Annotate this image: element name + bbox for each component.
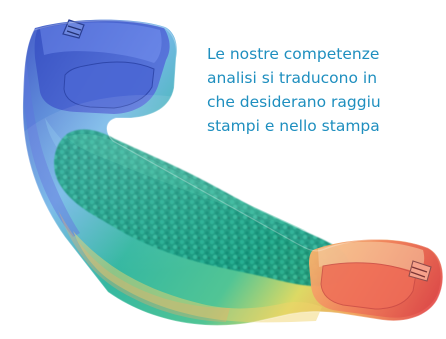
intro-text: Le nostre competenze analisi si traducon… [207, 42, 446, 138]
intro-text-line-4: stampi e nello stampa [207, 117, 380, 135]
intro-text-line-2: analisi si traducono in [207, 69, 378, 87]
intro-text-line-3: che desiderano raggiu [207, 93, 381, 111]
intro-text-line-1: Le nostre competenze [207, 45, 380, 63]
